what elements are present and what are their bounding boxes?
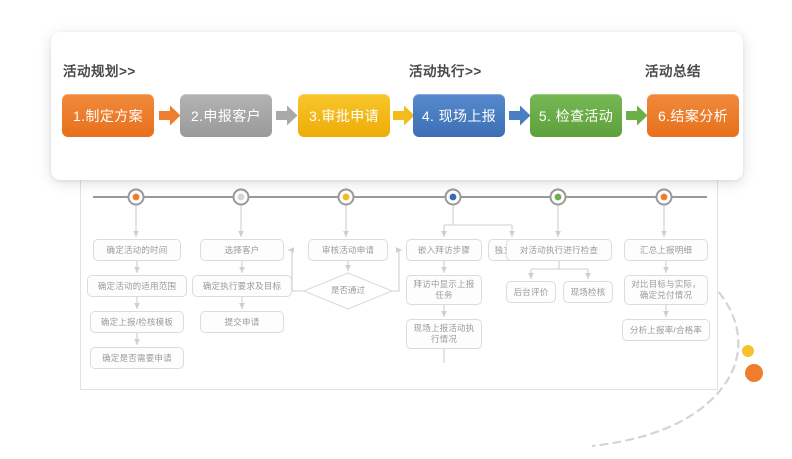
node-define-template[interactable]: 确定上报/检核模板 xyxy=(90,311,184,333)
node-need-apply[interactable]: 确定是否需要申请 xyxy=(90,347,184,369)
node-onsite-report[interactable]: 现场上报活动执行情况 xyxy=(406,319,482,349)
node-define-time[interactable]: 确定活动的时间 xyxy=(93,239,181,261)
node-check-execution[interactable]: 对活动执行进行检查 xyxy=(506,239,612,261)
step-button-3[interactable]: 3.审批申请 xyxy=(298,94,390,137)
node-review-apply[interactable]: 审核活动申请 xyxy=(308,239,388,261)
phase-label-planning: 活动规划>> xyxy=(63,64,136,79)
step-button-4[interactable]: 4. 现场上报 xyxy=(413,94,505,137)
node-analyze-rate[interactable]: 分析上报率/合格率 xyxy=(622,319,710,341)
node-embed-visit[interactable]: 嵌入拜访步骤 xyxy=(406,239,482,261)
step-button-1[interactable]: 1.制定方案 xyxy=(62,94,154,137)
step-button-6[interactable]: 6.结案分析 xyxy=(647,94,739,137)
step-arrow-1-icon xyxy=(159,105,181,126)
node-select-customer[interactable]: 选择客户 xyxy=(200,239,284,261)
node-summary-detail[interactable]: 汇总上报明细 xyxy=(624,239,708,261)
phase-label-summary: 活动总结 xyxy=(645,64,701,79)
flow-connectors xyxy=(93,188,707,363)
node-exec-target[interactable]: 确定执行要求及目标 xyxy=(192,275,292,297)
node-compare-target[interactable]: 对比目标与实际，确定兑付情况 xyxy=(624,275,708,305)
step-arrow-4-icon xyxy=(509,105,531,126)
process-overview-card: 活动规划>> 活动执行>> 活动总结 1.制定方案 2.申报客户 3.审批申请 … xyxy=(51,32,743,180)
step-arrow-3-icon xyxy=(393,105,415,126)
decision-is-approved-label: 是否通过 xyxy=(330,285,365,295)
node-backend-eval[interactable]: 后台评价 xyxy=(506,281,556,303)
node-define-scope[interactable]: 确定活动的适用范围 xyxy=(87,275,187,297)
deco-dot-orange xyxy=(745,364,763,382)
step-arrow-5-icon xyxy=(626,105,648,126)
node-submit-apply[interactable]: 提交申请 xyxy=(200,311,284,333)
timeline-dots xyxy=(127,188,673,206)
node-onsite-check[interactable]: 现场检核 xyxy=(563,281,613,303)
deco-dot-yellow xyxy=(742,345,754,357)
node-show-task[interactable]: 拜访中显示上报任务 xyxy=(406,275,482,305)
process-step-row: 1.制定方案 2.申报客户 3.审批申请 4. 现场上报 5. 检查活动 6.结… xyxy=(51,94,743,140)
flow-diagram-panel: 确定活动的时间 确定活动的适用范围 确定上报/检核模板 确定是否需要申请 选择客… xyxy=(80,172,718,390)
phase-label-execution: 活动执行>> xyxy=(409,64,482,79)
step-button-2[interactable]: 2.申报客户 xyxy=(180,94,272,137)
step-arrow-2-icon xyxy=(276,105,298,126)
step-button-5[interactable]: 5. 检查活动 xyxy=(530,94,622,137)
